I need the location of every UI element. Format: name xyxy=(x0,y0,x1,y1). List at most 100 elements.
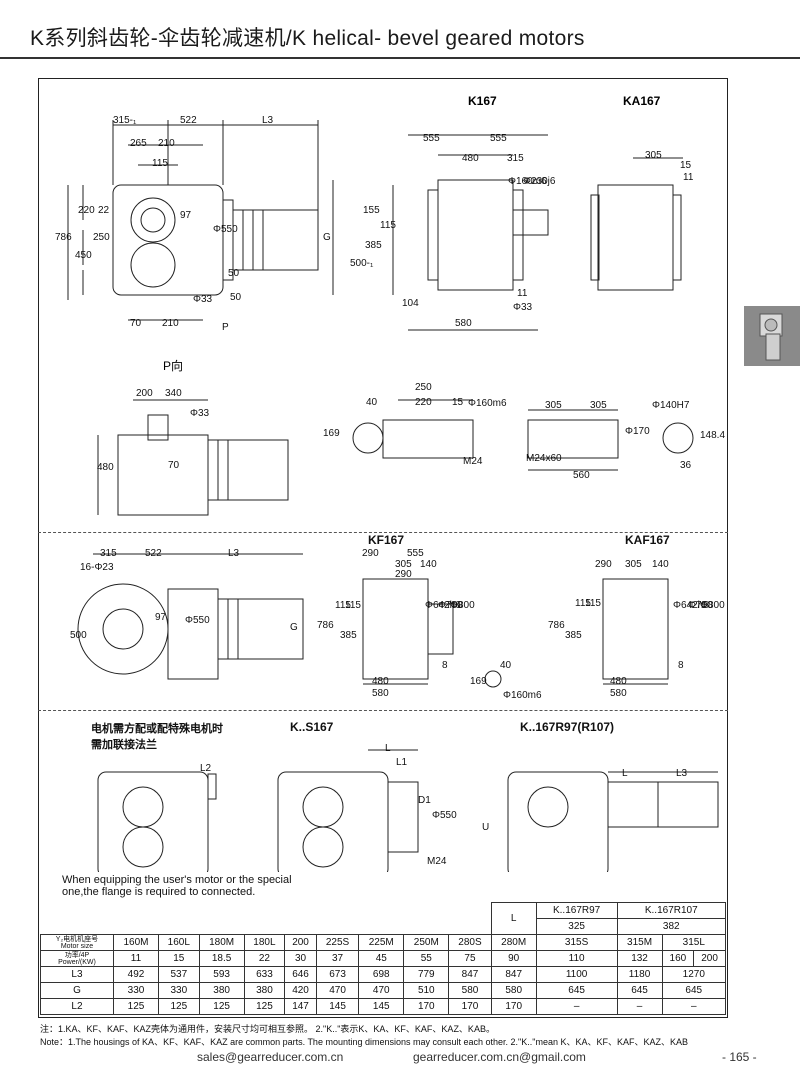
k167-output-shaft xyxy=(512,209,549,236)
dim-label: 140 xyxy=(652,559,669,570)
cell: – xyxy=(616,998,663,1015)
dim-label: 250 xyxy=(415,382,432,393)
dim-label: 155 xyxy=(363,205,380,216)
cell: 180L xyxy=(243,934,286,951)
ks167-drawing xyxy=(97,749,719,872)
dim-label: 480 xyxy=(610,676,627,687)
dim-label: 305 xyxy=(545,400,562,411)
cell: 125 xyxy=(243,998,286,1015)
cell: 160L xyxy=(158,934,200,951)
k167-side-gear-lower xyxy=(130,242,176,288)
dim-label: Φ160m6 xyxy=(503,690,542,701)
cell: 30 xyxy=(284,950,317,967)
cell: 75 xyxy=(448,950,492,967)
cell: 593 xyxy=(198,966,245,983)
row-header-l3: L3 xyxy=(40,966,114,983)
dim-label: 169 xyxy=(470,676,487,687)
cell: 170 xyxy=(490,998,537,1015)
cell: 180M xyxy=(198,934,245,951)
cell: 15 xyxy=(158,950,200,967)
kf167-shaft-section xyxy=(484,670,502,688)
dim-label: 385 xyxy=(565,630,582,641)
gearmotor-thumbnail-icon xyxy=(759,313,783,361)
dim-label: Φ800 xyxy=(450,600,475,611)
cell: 22 xyxy=(243,950,286,967)
kr-motor xyxy=(657,781,719,828)
cell: 45 xyxy=(358,950,405,967)
cell: 646 xyxy=(284,966,317,983)
k167-front-housing xyxy=(437,179,514,291)
dim-label: L3 xyxy=(228,548,240,559)
cell: 125 xyxy=(158,998,200,1015)
cell: 673 xyxy=(315,966,360,983)
kaf167-title: KAF167 xyxy=(625,533,670,547)
dim-label: 97 xyxy=(155,612,167,623)
ks167-housing xyxy=(277,771,389,872)
page-number: - 165 - xyxy=(722,1050,757,1064)
section-divider-1 xyxy=(38,532,728,533)
cell: 225S xyxy=(315,934,360,951)
cell: 330 xyxy=(158,982,200,999)
dim-label: 11 xyxy=(517,288,528,299)
kf167-motor xyxy=(217,598,304,660)
dim-label: 8 xyxy=(442,660,448,671)
dim-label: 385 xyxy=(365,240,382,251)
cell: 420 xyxy=(284,982,317,999)
dim-label: 11 xyxy=(683,172,694,183)
table-row-g: G 330 330 380 380 420 470 470 510 580 58… xyxy=(40,982,727,999)
dim-label: 70 xyxy=(130,318,142,329)
cell: 580 xyxy=(448,982,492,999)
dim-label: 8 xyxy=(678,660,684,671)
ka167-title: KA167 xyxy=(623,94,661,108)
row-header-l2: L2 xyxy=(40,998,114,1015)
cell: 1270 xyxy=(661,966,727,983)
dim-label: 786 xyxy=(317,620,334,631)
hollow-shaft-detail xyxy=(382,419,474,459)
footer-email[interactable]: sales@gearreducer.com.cn xyxy=(197,1050,344,1064)
p-view-drawing xyxy=(97,399,694,516)
dim-label: 340 xyxy=(165,388,182,399)
dim-label: 786 xyxy=(548,620,565,631)
dim-label: 385 xyxy=(340,630,357,641)
ks167-title: K..S167 xyxy=(290,720,334,734)
dim-label: 480 xyxy=(462,153,479,164)
dim-label: 15 xyxy=(680,160,692,171)
cell: 147 xyxy=(284,998,317,1015)
dim-label: D1 xyxy=(418,795,431,806)
dim-label: 580 xyxy=(610,688,627,699)
cell: 645 xyxy=(661,982,727,999)
dim-label: Φ33 xyxy=(193,294,213,305)
dim-label: 786 xyxy=(55,232,72,243)
cell: 125 xyxy=(112,998,160,1015)
cell: 779 xyxy=(403,966,450,983)
note-english: Note：1.The housings of KA、KF、KAF、KAZ are… xyxy=(40,1037,688,1047)
cell: 160M xyxy=(112,934,160,951)
kf167-housing xyxy=(167,588,219,680)
footer-website[interactable]: gearreducer.com.cn@gmail.com xyxy=(413,1050,586,1064)
dim-label: L1 xyxy=(396,757,408,768)
dim-label: M24 xyxy=(463,456,483,467)
table-r97-value: 325 xyxy=(535,918,618,935)
dim-label: Φ800 xyxy=(700,600,725,611)
dim-label: P xyxy=(222,322,229,333)
k167-drawing: K167 KA167 P向 xyxy=(67,94,683,373)
cell: 170 xyxy=(448,998,492,1015)
kf167-drawing xyxy=(77,553,669,688)
dim-label: 104 xyxy=(402,298,419,309)
dim-label: G xyxy=(290,622,298,633)
dim-label: 500-₁ xyxy=(350,258,374,269)
p-view-motor xyxy=(207,439,289,501)
dim-label: 305 xyxy=(395,559,412,570)
cell: 145 xyxy=(358,998,405,1015)
dim-label: 580 xyxy=(372,688,389,699)
row-header-g: G xyxy=(40,982,114,999)
dim-label: 522 xyxy=(145,548,162,559)
table-r107-label: K..167R107 xyxy=(616,902,727,919)
dim-label: 555 xyxy=(423,133,440,144)
dim-label: 169 xyxy=(323,428,340,439)
dim-label: L xyxy=(622,768,628,779)
cell: 1180 xyxy=(616,966,663,983)
